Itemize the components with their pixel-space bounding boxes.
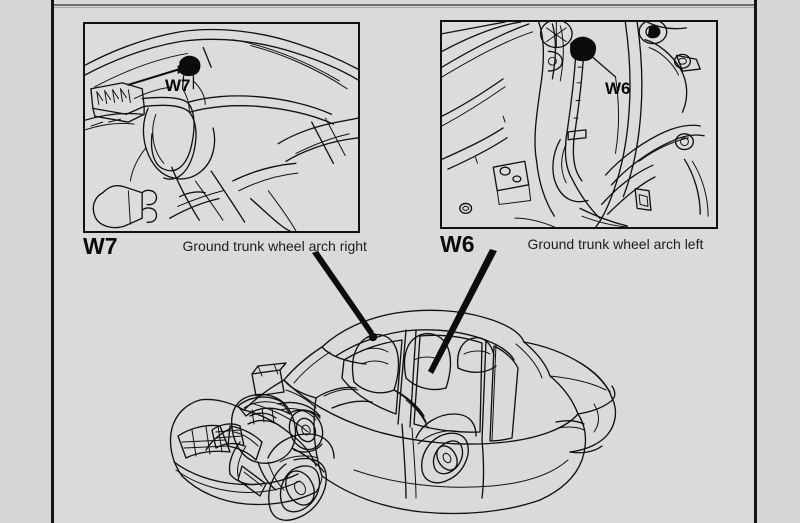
header-rule: [54, 4, 754, 6]
figure-w7-illustration: [85, 28, 358, 231]
car-wheels: [267, 413, 477, 521]
leader-line-w7: [312, 251, 378, 342]
ground-code-w6: W6: [440, 230, 475, 257]
figure-panel-w7: W7: [83, 22, 360, 233]
page-border-left: [51, 0, 54, 523]
caption-text-w7: Ground trunk wheel arch right: [182, 238, 367, 254]
caption-w6: W6 Ground trunk wheel arch left: [440, 231, 770, 257]
car-interior: [315, 333, 497, 429]
engine-assembly: [205, 362, 325, 497]
page-gutter-left: [0, 0, 51, 523]
caption-w7: W7 Ground trunk wheel arch right: [83, 233, 413, 259]
figure-w6-illustration: [442, 22, 709, 227]
ground-code-w7: W7: [83, 232, 118, 259]
leader-line-w6: [428, 249, 497, 374]
callout-label-w7: W7: [165, 76, 191, 95]
caption-text-w6: Ground trunk wheel arch left: [527, 236, 704, 252]
header-rule-secondary: [54, 7, 754, 8]
figure-panel-w6: W6: [440, 20, 718, 229]
document-content-area: W7: [54, 0, 754, 523]
page-border-right: [754, 0, 757, 523]
car-body: [169, 309, 617, 515]
page-gutter-right: [757, 0, 800, 523]
callout-label-w6: W6: [605, 79, 631, 98]
